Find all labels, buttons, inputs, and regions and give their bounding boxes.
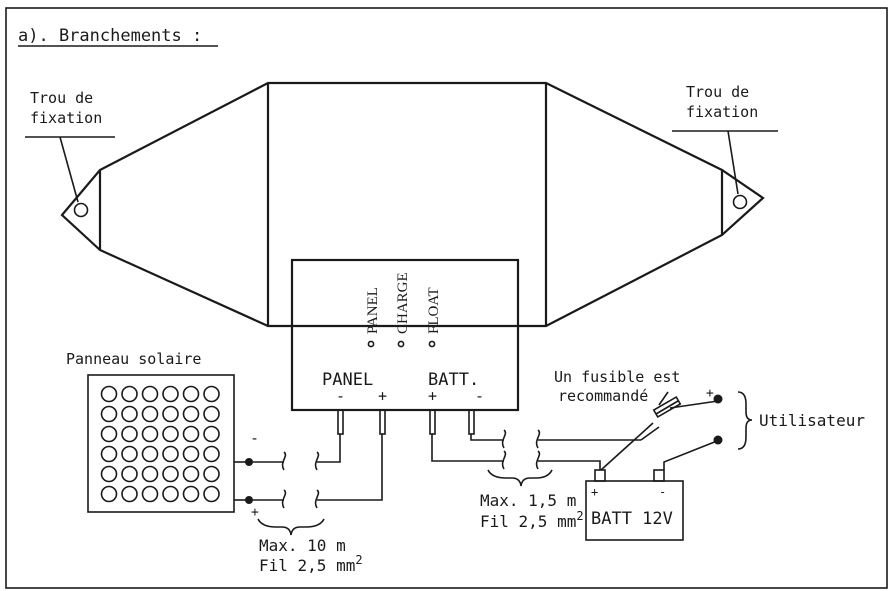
solar-cell: [162, 485, 179, 503]
batt-cable-length: Max. 1,5 m: [480, 491, 576, 510]
led-label-float: FLOAT: [426, 287, 442, 334]
solar-cell: [100, 405, 118, 423]
solar-cell: [203, 485, 220, 503]
solar-cell: [121, 405, 138, 423]
user-brace: [737, 391, 753, 450]
fuse-note-line2: recommandé: [558, 387, 648, 405]
solar-cells: [100, 385, 220, 503]
user-plus-terminal-icon: [713, 394, 723, 404]
solar-cell: [203, 425, 220, 443]
regulator-housing: [60, 81, 765, 328]
right-mount-label: Trou de fixation: [672, 83, 778, 195]
solar-plus-sign: +: [251, 505, 259, 520]
solar-cell: [100, 485, 118, 503]
solar-cell: [162, 465, 179, 483]
panel-plus-terminal-icon: [245, 496, 253, 504]
panel-cable-length: Max. 10 m: [259, 536, 346, 555]
solar-cell: [121, 465, 138, 483]
solar-cell: [182, 465, 200, 483]
user-minus-terminal-icon: [713, 435, 723, 445]
solar-cell: [162, 445, 179, 463]
solar-cell: [141, 465, 159, 483]
batt-cable-wire: Fil 2,5 mm2: [480, 509, 584, 531]
panel-led-icon: [367, 340, 375, 348]
panel-plus-sign: +: [378, 387, 387, 405]
batt-minus-sign: -: [475, 387, 484, 405]
solar-cell: [141, 385, 159, 403]
solar-cell: [203, 465, 220, 483]
solar-cell: [121, 385, 138, 403]
svg-text:fixation: fixation: [686, 103, 758, 121]
solar-cell: [100, 425, 118, 443]
battery-plus-post: [594, 469, 606, 482]
battery-minus-post: [653, 469, 665, 482]
solar-cell: [162, 425, 179, 443]
solar-cell: [203, 445, 220, 463]
page-border: [5, 7, 888, 589]
panel-cable-wire: Fil 2,5 mm2: [259, 553, 363, 575]
solar-panel: [87, 374, 235, 513]
solar-cell: [182, 445, 200, 463]
solar-cell: [121, 425, 138, 443]
svg-text:Trou de: Trou de: [686, 83, 749, 101]
led-label-charge: CHARGE: [395, 272, 411, 334]
battery-label: BATT 12V: [591, 509, 673, 529]
panel-minus-sign: -: [336, 387, 345, 405]
batt-plus-sign: +: [428, 387, 437, 405]
battery-minus-sign: -: [659, 485, 666, 499]
solar-cell: [182, 405, 200, 423]
led-label-panel: PANEL: [365, 287, 381, 334]
solar-minus-sign: -: [250, 429, 259, 447]
panel-terminal-label: PANEL: [322, 370, 373, 390]
left-mount-label: Trou de fixation: [25, 89, 115, 203]
batt-terminal-label: BATT.: [428, 370, 479, 390]
fuse-note-arrow: [658, 391, 669, 406]
solar-cell: [121, 445, 138, 463]
solar-cell: [203, 405, 220, 423]
fuse-icon: [652, 395, 682, 419]
solar-cell: [100, 385, 118, 403]
section-title: a). Branchements :: [18, 26, 202, 46]
svg-text:Trou de: Trou de: [30, 89, 93, 107]
battery-cables: [431, 429, 641, 487]
solar-cell: [182, 485, 200, 503]
panel-cables: [253, 434, 383, 536]
user-plus-sign: +: [706, 386, 714, 401]
solar-panel-label: Panneau solaire: [66, 350, 201, 368]
solar-cell: [141, 425, 159, 443]
battery-plus-sign: +: [591, 485, 598, 499]
user-label: Utilisateur: [759, 411, 865, 430]
solar-cell: [182, 425, 200, 443]
solar-cell: [141, 485, 159, 503]
solar-cell: [121, 485, 138, 503]
solar-cell: [162, 405, 179, 423]
solar-cell: [182, 385, 200, 403]
left-mounting-hole: [73, 202, 89, 218]
solar-cell: [141, 405, 159, 423]
solar-cell: [141, 445, 159, 463]
user-wiring: [600, 400, 719, 471]
svg-text:fixation: fixation: [30, 109, 102, 127]
solar-cell: [100, 465, 118, 483]
solar-cell: [162, 385, 179, 403]
float-led-icon: [428, 340, 436, 348]
terminal-stubs: [337, 409, 475, 435]
solar-cell: [203, 385, 220, 403]
right-mounting-hole: [732, 194, 748, 210]
control-box: [290, 258, 520, 412]
solar-cell: [100, 445, 118, 463]
fuse-note-line1: Un fusible est: [554, 368, 680, 386]
battery: [585, 480, 684, 541]
charge-led-icon: [397, 340, 405, 348]
panel-minus-terminal-icon: [245, 458, 253, 466]
